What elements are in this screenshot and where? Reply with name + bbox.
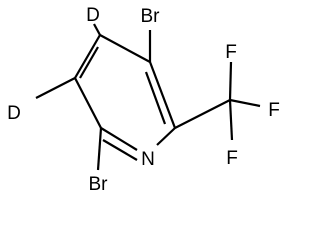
bond-c4-d [93, 23, 101, 36]
atom-f-bottom: F [226, 148, 238, 169]
atom-br-top: Br [141, 6, 161, 27]
atom-n: N [141, 149, 155, 170]
bond-c5-d [35, 77, 76, 99]
bond-c6-n-inner [102, 139, 138, 161]
bond-c3-c4 [99, 34, 151, 63]
structure-diagram: Br D D N Br F F F [7, 5, 280, 195]
bond-c4-c5 [74, 34, 101, 79]
bond-cf3-f-top [228, 61, 233, 101]
atom-d-left: D [7, 103, 21, 124]
bond-n-c2 [156, 127, 176, 146]
atom-br-bottom: Br [89, 174, 109, 195]
bond-c4-c5-inner [79, 46, 99, 79]
bond-c6-br [96, 127, 103, 171]
atom-f-top: F [225, 42, 237, 63]
bond-c6-n [100, 127, 138, 151]
bond-cf3-f-bottom [228, 99, 234, 141]
bond-c2-c3-inner [144, 71, 167, 125]
atom-d-top: D [86, 5, 100, 26]
bond-c2-c3 [148, 61, 177, 129]
bond-cf3-f-right [229, 98, 261, 108]
bond-c2-cf3 [174, 99, 231, 129]
atom-f-right: F [268, 100, 280, 121]
bond-c5-c6 [74, 77, 102, 129]
